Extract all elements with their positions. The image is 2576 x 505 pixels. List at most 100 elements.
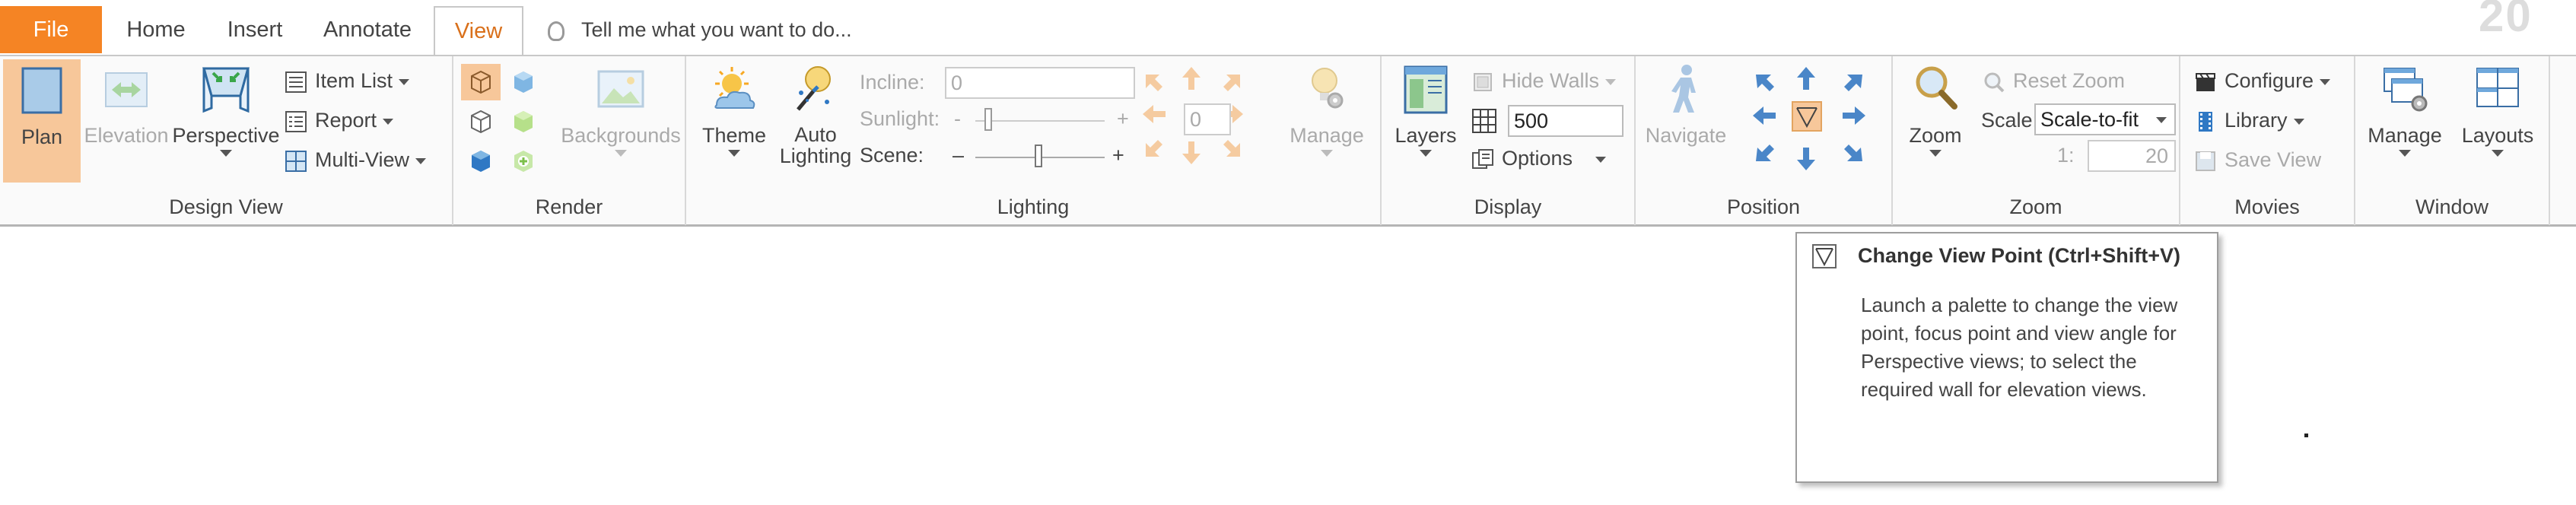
zoom-button[interactable]: Zoom (1894, 62, 1977, 157)
group-position: Navigate Position (1636, 56, 1893, 225)
sunlight-slider-thumb[interactable] (984, 108, 992, 131)
tab-annotate[interactable]: Annotate (323, 17, 412, 42)
multi-view-button[interactable]: Multi-View (285, 145, 427, 175)
scene-label: Scene: (860, 144, 924, 167)
scene-plus[interactable]: + (1112, 144, 1124, 167)
backgrounds-button[interactable]: Backgrounds (560, 62, 682, 157)
lightbulb-gear-icon (1312, 68, 1344, 109)
light-rotation-field[interactable]: 0 (1184, 103, 1231, 135)
tooltip-body: Launch a palette to change the view poin… (1861, 294, 2178, 401)
sunlight-plus[interactable]: + (1117, 107, 1129, 130)
auto-lighting-icon (797, 66, 831, 111)
reset-zoom-button[interactable]: Reset Zoom (1983, 65, 2125, 96)
theme-button[interactable]: Theme (697, 62, 771, 157)
sunlight-minus[interactable]: - (954, 107, 961, 130)
item-list-icon (285, 71, 307, 93)
view-point-icon (1812, 244, 1837, 268)
grid-size-field[interactable]: 500 (1508, 105, 1624, 137)
scene-slider-thumb[interactable] (1035, 145, 1042, 167)
configure-button[interactable]: Configure (2194, 65, 2331, 96)
options-button[interactable]: Options (1471, 143, 1607, 173)
sunlight-label: Sunlight: (860, 107, 940, 130)
render-group-label: Render (535, 195, 603, 218)
reset-zoom-label: Reset Zoom (2013, 69, 2126, 92)
perspective-icon (202, 67, 250, 113)
report-icon (285, 110, 307, 132)
ratio-label: 1: (2057, 144, 2075, 167)
incline-field[interactable]: 0 (945, 67, 1135, 99)
save-view-icon (2196, 151, 2215, 171)
theme-icon (714, 67, 755, 109)
chevron-down-icon (1321, 150, 1333, 157)
group-render: Backgrounds Render (453, 56, 686, 225)
position-arrows (1753, 67, 1865, 170)
group-display: Layers Hide Walls 500 Options Display (1382, 56, 1636, 225)
configure-label: Configure (2225, 69, 2314, 92)
corner-logo: 20 (2479, 0, 2533, 41)
window-group-label: Window (2415, 195, 2489, 218)
elevation-label: Elevation (84, 124, 169, 147)
perspective-button[interactable]: Perspective (172, 62, 280, 157)
tab-view[interactable]: View (434, 6, 523, 56)
backgrounds-label: Backgrounds (561, 124, 681, 147)
tooltip-title: Change View Point (Ctrl+Shift+V) (1858, 244, 2181, 267)
scale-dropdown[interactable]: Scale-to-fit (2034, 103, 2176, 135)
design-view-group-label: Design View (169, 195, 283, 218)
navigate-button[interactable]: Navigate (1639, 62, 1733, 147)
item-list-label: Item List (315, 69, 393, 92)
light-direction-arrows (1143, 67, 1243, 164)
window-manage-button[interactable]: Manage (2361, 62, 2448, 157)
hide-walls-button[interactable]: Hide Walls (1471, 65, 1617, 96)
chevron-down-icon (2320, 78, 2331, 85)
lighting-manage-label: Manage (1290, 124, 1364, 147)
hide-walls-label: Hide Walls (1502, 69, 1600, 92)
group-design-view: Plan Elevation Perspective (0, 56, 453, 225)
multi-view-label: Multi-View (315, 148, 410, 171)
options-label: Options (1502, 147, 1573, 170)
stray-dot (2304, 434, 2308, 437)
window-manage-icon (2384, 68, 2428, 112)
clapperboard-icon (2196, 72, 2215, 91)
layouts-label: Layouts (2461, 124, 2534, 147)
zoom-group-label: Zoom (2009, 195, 2062, 218)
lighting-manage-button[interactable]: Manage (1283, 62, 1371, 157)
auto-lighting-line-2: Lighting (779, 145, 852, 167)
scale-value: Scale-to-fit (2040, 108, 2139, 131)
tab-insert[interactable]: Insert (227, 17, 283, 42)
position-group-label: Position (1726, 195, 1801, 218)
item-list-button[interactable]: Item List (285, 65, 410, 96)
tell-me-text: Tell me what you want to do... (581, 18, 852, 41)
chevron-down-icon (2399, 150, 2411, 157)
library-button[interactable]: Library (2194, 105, 2304, 135)
chevron-down-icon (615, 150, 627, 157)
tab-home[interactable]: Home (126, 17, 186, 42)
lighting-group-label: Lighting (997, 195, 1070, 218)
ratio-field[interactable]: 20 (2088, 140, 2176, 172)
options-icon (1472, 148, 1493, 169)
save-view-button[interactable]: Save View (2194, 145, 2321, 175)
ribbon-tab-bar: File Home Insert Annotate View Tell me w… (0, 0, 2576, 56)
lightbulb-icon (548, 21, 564, 41)
plan-button[interactable]: Plan (3, 59, 81, 183)
chevron-down-icon (1420, 150, 1432, 157)
perspective-label: Perspective (172, 124, 280, 147)
elevation-button[interactable]: Elevation (82, 62, 170, 147)
layers-button[interactable]: Layers (1386, 62, 1465, 157)
change-view-point-tooltip: Change View Point (Ctrl+Shift+V) Launch … (1795, 232, 2218, 483)
report-button[interactable]: Report (285, 105, 394, 135)
sunlight-slider-track[interactable] (975, 120, 1105, 122)
scene-minus[interactable]: – (952, 144, 965, 167)
chevron-down-icon (383, 118, 394, 125)
tell-me-search[interactable]: Tell me what you want to do... (548, 6, 852, 53)
chevron-down-icon (1929, 150, 1942, 157)
layouts-icon (2476, 68, 2519, 107)
chevron-down-icon (2492, 150, 2504, 157)
tab-file[interactable]: File (0, 6, 102, 53)
navigate-icon (1671, 65, 1696, 113)
layouts-button[interactable]: Layouts (2453, 62, 2543, 157)
chevron-down-icon (1605, 78, 1617, 85)
group-window: Manage Layouts Window (2355, 56, 2550, 225)
